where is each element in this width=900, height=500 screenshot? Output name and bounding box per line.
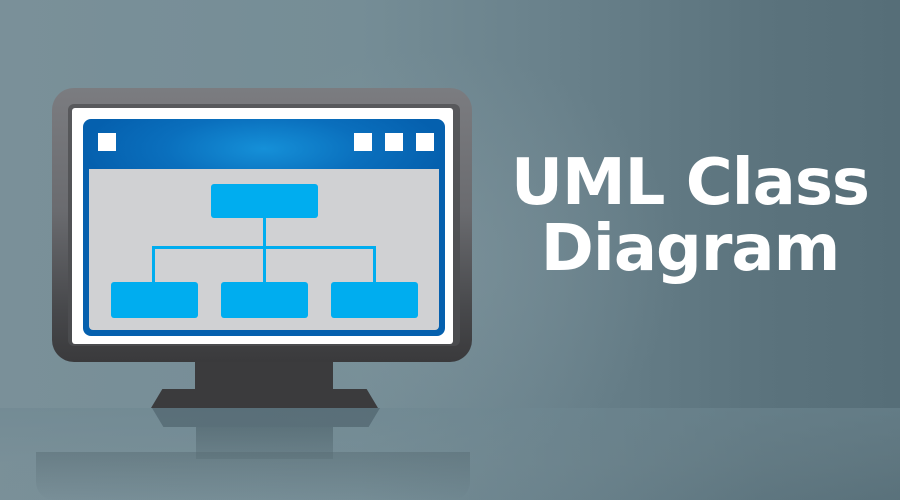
title-line-1: UML Class — [511, 146, 870, 220]
connector-horizontal — [152, 246, 376, 249]
page-title: UML Class Diagram — [505, 150, 875, 282]
class-node-parent — [211, 184, 318, 218]
window-minimize-icon — [354, 133, 372, 151]
window-maximize-icon — [385, 133, 403, 151]
class-node-child-3 — [331, 282, 418, 318]
reflection-bezel — [36, 452, 470, 500]
connector-vertical-right — [373, 246, 376, 282]
connector-vertical-center — [263, 218, 266, 282]
monitor-icon — [52, 88, 472, 362]
title-line-2: Diagram — [540, 212, 841, 286]
app-window-illustration — [83, 119, 445, 336]
window-menu-icon — [98, 133, 116, 151]
connector-vertical-left — [152, 246, 155, 282]
monitor-stand-neck — [195, 362, 333, 390]
window-content — [89, 169, 439, 330]
window-close-icon — [416, 133, 434, 151]
monitor-reflection — [36, 408, 480, 500]
reflection-base — [152, 408, 380, 427]
class-node-child-2 — [221, 282, 308, 318]
monitor-stand-base — [151, 389, 378, 408]
floor-surface — [0, 408, 900, 500]
class-node-child-1 — [111, 282, 198, 318]
reflection-neck — [196, 427, 333, 459]
